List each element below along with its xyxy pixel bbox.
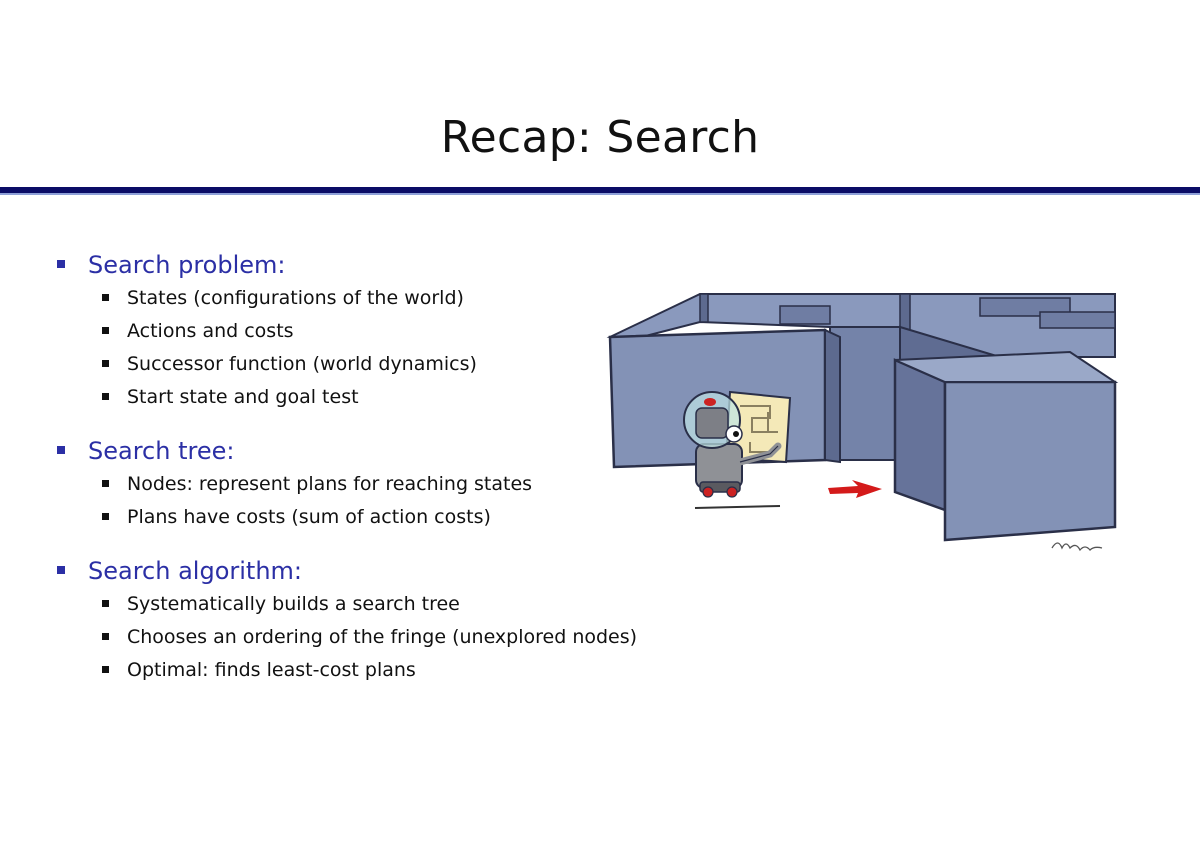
square-bullet-icon [102, 480, 109, 487]
square-bullet-icon [102, 633, 109, 640]
sub-bullet-text: Optimal: finds least-cost plans [127, 659, 416, 681]
title-rule [0, 187, 1200, 193]
title-rule-accent [0, 193, 1200, 195]
sub-bullet: Successor function (world dynamics) [55, 348, 695, 381]
robot-arm-outline [739, 445, 779, 463]
sub-bullet: Optimal: finds least-cost plans [55, 654, 695, 687]
sub-bullet-text: Plans have costs (sum of action costs) [127, 506, 491, 528]
robot-wheel [726, 486, 738, 498]
square-bullet-icon [102, 600, 109, 607]
square-bullet-icon [102, 327, 109, 334]
sub-bullet-text: Successor function (world dynamics) [127, 353, 477, 375]
sub-bullet-text: Systematically builds a search tree [127, 593, 460, 615]
bullet-heading: Search tree: [88, 437, 235, 465]
maze-back-wall [1039, 311, 1116, 329]
bullet-list: Search problem: States (configurations o… [55, 248, 695, 687]
direction-arrow-icon [828, 480, 882, 498]
maze-back-wall [779, 305, 831, 325]
bullet-heading: Search algorithm: [88, 557, 302, 585]
bullet-search-tree: Search tree: [55, 434, 695, 468]
robot-pupil [733, 431, 739, 437]
sub-bullet-text: Start state and goal test [127, 386, 359, 408]
square-bullet-icon [102, 513, 109, 520]
slide-title: Recap: Search [440, 112, 760, 163]
square-bullet-icon [102, 666, 109, 673]
square-bullet-icon [102, 393, 109, 400]
square-bullet-icon [57, 260, 65, 268]
spacer [55, 414, 695, 434]
maze-back-wall [899, 293, 911, 331]
sub-bullet: Chooses an ordering of the fringe (unexp… [55, 621, 695, 654]
sub-bullet: Systematically builds a search tree [55, 588, 695, 621]
bullet-heading: Search problem: [88, 251, 286, 279]
square-bullet-icon [57, 566, 65, 574]
sub-bullet-text: Actions and costs [127, 320, 294, 342]
sub-bullet: Actions and costs [55, 315, 695, 348]
spacer [55, 534, 695, 554]
robot-head [695, 407, 729, 439]
sub-bullet: Start state and goal test [55, 381, 695, 414]
maze-right-wall [943, 380, 1117, 542]
square-bullet-icon [102, 294, 109, 301]
maze-back-wall [699, 293, 709, 323]
robot-wheel [702, 486, 714, 498]
robot-light [704, 398, 716, 406]
sub-bullet-text: Chooses an ordering of the fringe (unexp… [127, 626, 638, 648]
floor-shadow-line [694, 505, 781, 509]
sub-bullet: Plans have costs (sum of action costs) [55, 501, 695, 534]
sub-bullet-text: Nodes: represent plans for reaching stat… [127, 473, 533, 495]
maze-right-wall-top [894, 350, 1119, 383]
square-bullet-icon [102, 360, 109, 367]
robot-in-maze-illustration [606, 293, 1119, 552]
bullet-search-algorithm: Search algorithm: [55, 554, 695, 588]
sub-bullet: Nodes: represent plans for reaching stat… [55, 468, 695, 501]
bullet-search-problem: Search problem: [55, 248, 695, 282]
maze-left-wall-edge [824, 328, 841, 464]
square-bullet-icon [57, 446, 65, 454]
artist-signature [1051, 542, 1103, 552]
sub-bullet-text: States (configurations of the world) [127, 287, 464, 309]
sub-bullet: States (configurations of the world) [55, 282, 695, 315]
maze-right-wall-side [893, 358, 947, 512]
